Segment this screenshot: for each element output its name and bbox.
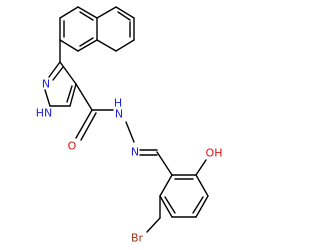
bond bbox=[96, 39, 117, 52]
bond bbox=[115, 6, 135, 19]
bond bbox=[80, 112, 97, 141]
atom-label-h-hydrazide: H bbox=[114, 97, 122, 110]
bond bbox=[59, 61, 77, 85]
bond bbox=[79, 11, 94, 21]
bond bbox=[146, 217, 161, 233]
bond-lines bbox=[44, 6, 209, 233]
bond bbox=[192, 196, 204, 214]
bond bbox=[195, 174, 209, 197]
atom-label-hydroxyl: OH bbox=[206, 147, 223, 160]
bond bbox=[195, 159, 207, 176]
bond bbox=[59, 6, 79, 19]
atom-label-bromine: Br bbox=[131, 232, 144, 245]
bond bbox=[156, 151, 173, 176]
bond bbox=[59, 39, 79, 52]
bond bbox=[44, 89, 51, 107]
molecule-structure: N HN H N N O OH Br bbox=[36, 6, 223, 245]
bond bbox=[195, 195, 209, 218]
atom-label-n-imine: N bbox=[131, 146, 139, 159]
bond bbox=[66, 85, 73, 103]
atom-label-nh-ring: HN bbox=[36, 107, 53, 120]
atom-label-n-ring: N bbox=[42, 78, 50, 91]
bond bbox=[48, 61, 61, 78]
bond bbox=[79, 37, 94, 47]
bond bbox=[52, 66, 64, 81]
bond bbox=[125, 121, 135, 143]
atom-labels: N HN H N N O OH Br bbox=[36, 78, 223, 245]
bond bbox=[159, 174, 173, 197]
bond bbox=[77, 6, 98, 19]
bond bbox=[75, 83, 93, 111]
bond bbox=[96, 6, 117, 19]
bond bbox=[159, 195, 173, 218]
bond bbox=[115, 39, 135, 52]
bond bbox=[77, 39, 98, 52]
atom-label-o-carbonyl: O bbox=[68, 140, 77, 153]
atom-label-n-hydrazide: N bbox=[115, 108, 123, 121]
bond bbox=[69, 83, 77, 107]
bond bbox=[75, 109, 93, 139]
bond bbox=[164, 196, 176, 214]
bond bbox=[117, 11, 131, 21]
